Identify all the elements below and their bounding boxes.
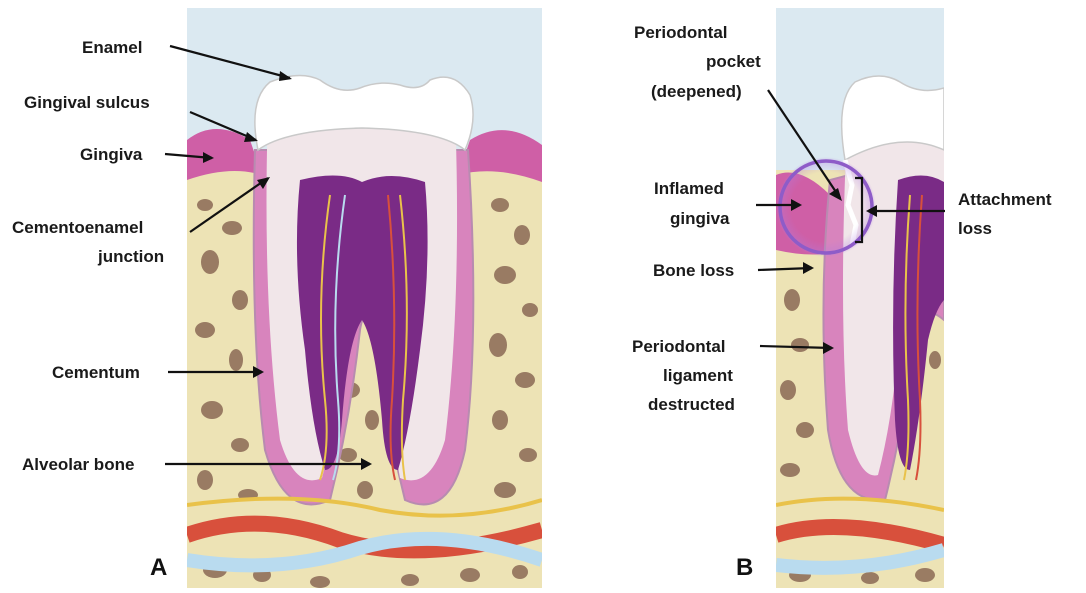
label-alveolar-bone: Alveolar bone <box>22 455 134 474</box>
panel-letter-b: B <box>736 554 753 581</box>
label-pocket-line3: (deepened) <box>651 82 742 101</box>
panel-b-illustration <box>776 8 944 590</box>
label-inflamed-line1: Inflamed <box>654 179 724 198</box>
label-pocket-line1: Periodontal <box>634 23 728 42</box>
label-gingival-sulcus: Gingival sulcus <box>24 93 150 112</box>
label-cementum: Cementum <box>52 363 140 382</box>
label-bone-loss: Bone loss <box>653 261 734 280</box>
panel-a-illustration <box>187 8 542 590</box>
label-pdl-line2: ligament <box>663 366 733 385</box>
label-gingiva: Gingiva <box>80 145 143 164</box>
label-pocket-line2: pocket <box>706 52 761 71</box>
label-attachment-line1: Attachment <box>958 190 1052 209</box>
label-attachment-line2: loss <box>958 219 992 238</box>
label-pdl-line1: Periodontal <box>632 337 726 356</box>
label-inflamed-line2: gingiva <box>670 209 730 228</box>
label-pdl-line3: destructed <box>648 395 735 414</box>
label-enamel: Enamel <box>82 38 142 57</box>
label-cej-line1: Cementoenamel <box>12 218 143 237</box>
panel-letter-a: A <box>150 554 167 581</box>
label-cej-line2: junction <box>97 247 164 266</box>
